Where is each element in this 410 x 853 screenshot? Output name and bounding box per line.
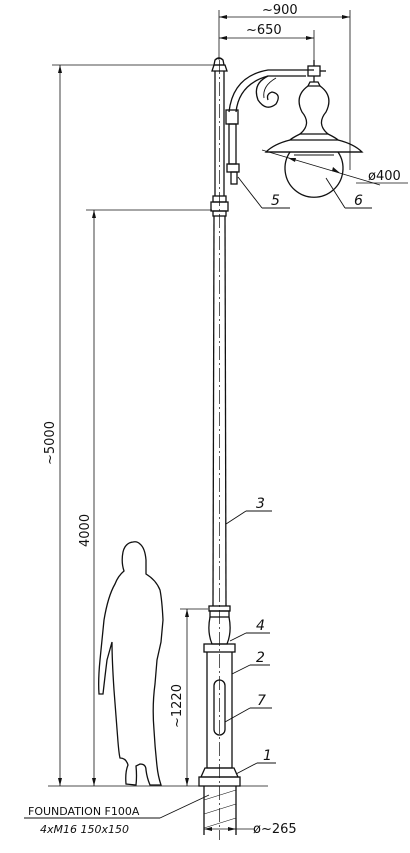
globe-diameter-label: ø400 — [368, 169, 401, 184]
foundation-diameter-label: ø~265 — [253, 822, 297, 837]
left-dimensions — [48, 64, 268, 787]
callout-5: 5 — [271, 193, 280, 209]
lantern — [264, 81, 364, 198]
top-width-label: ~900 — [262, 3, 298, 18]
foundation-spec: 4xM16 150x150 — [40, 823, 129, 836]
pole-height-label: 4000 — [78, 514, 93, 547]
callout-leaders — [224, 176, 372, 775]
foundation-leader — [159, 794, 210, 819]
globe-dimension — [261, 149, 408, 186]
callout-3: 3 — [256, 496, 265, 512]
callout-4: 4 — [256, 618, 265, 634]
callout-7: 7 — [257, 693, 266, 709]
total-height-label: ~5000 — [43, 421, 58, 465]
base-height-label: ~1220 — [170, 684, 185, 728]
callout-6: 6 — [354, 193, 363, 209]
arm-width-label: ~650 — [246, 23, 282, 38]
human-figure — [98, 541, 164, 786]
foundation-name: FOUNDATION F100A — [28, 805, 140, 818]
foundation-block — [203, 786, 254, 835]
bracket-arm — [225, 60, 326, 185]
pole-shaft — [198, 57, 241, 787]
callout-1: 1 — [263, 748, 272, 764]
callout-2: 2 — [256, 650, 265, 666]
top-dimensions: ~900 ~650 — [218, 3, 351, 170]
